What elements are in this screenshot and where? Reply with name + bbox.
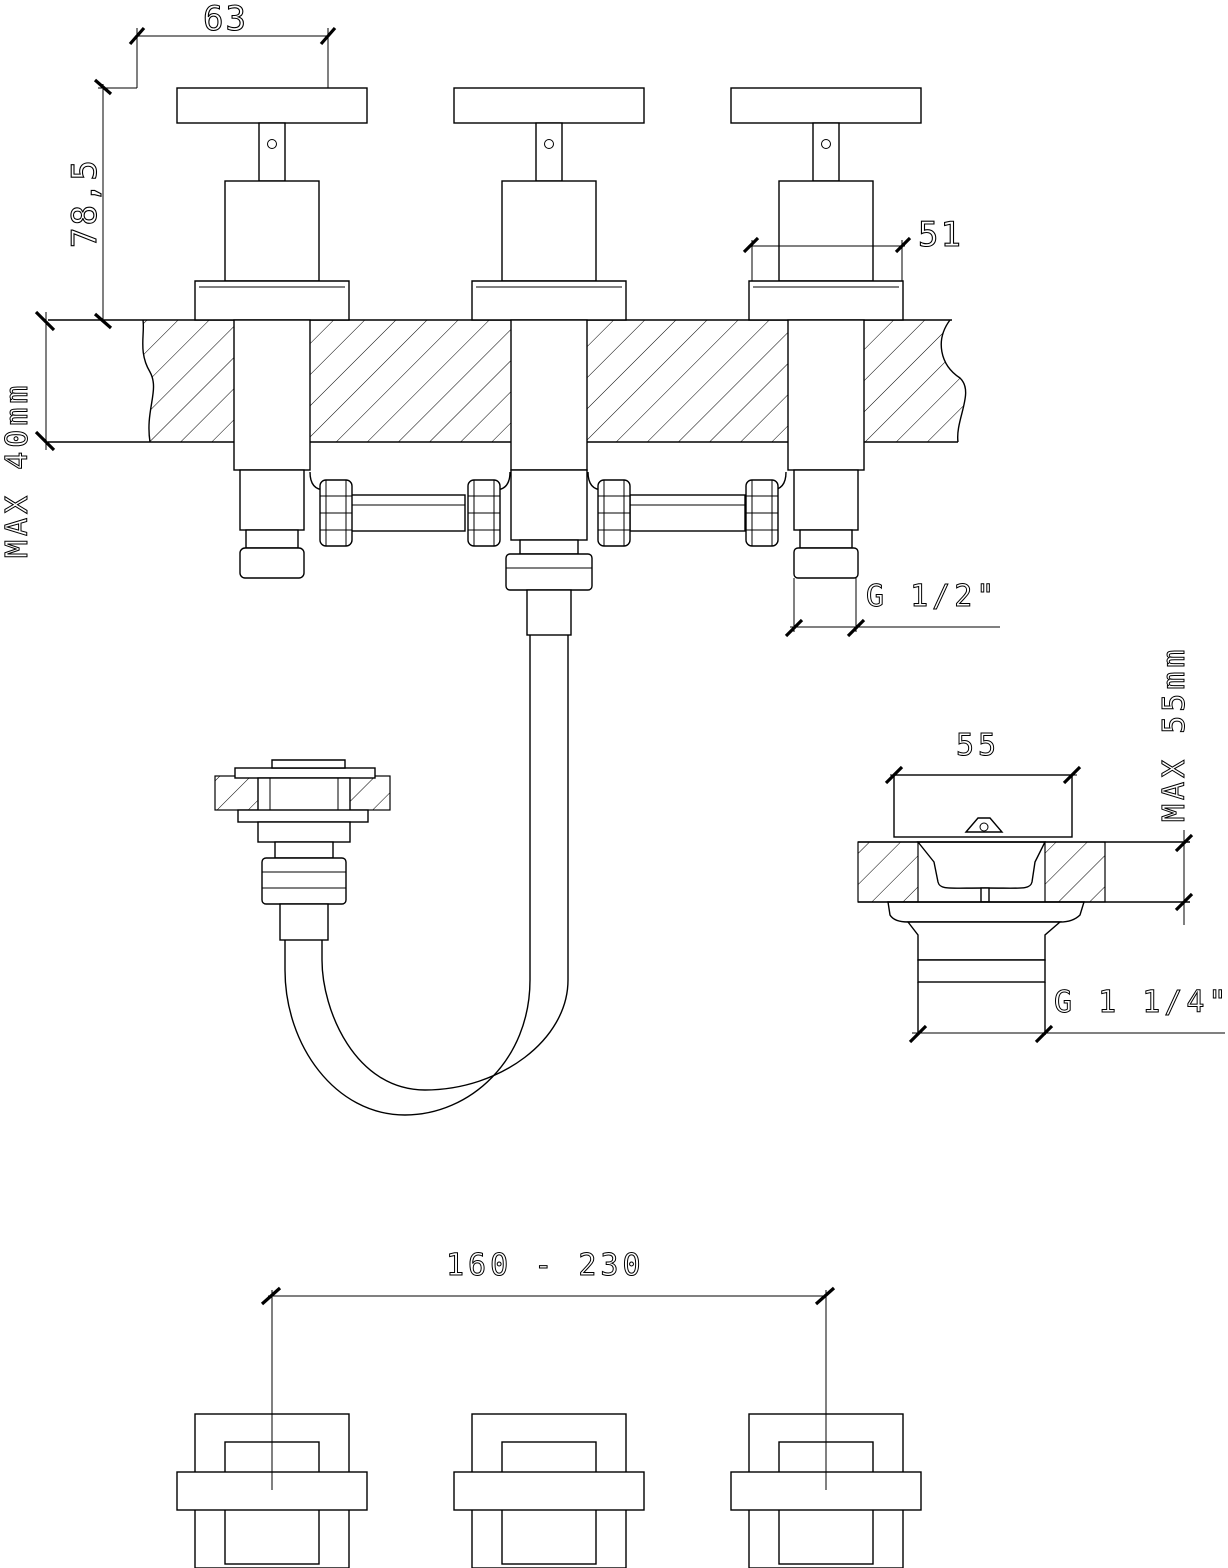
dim-thread-valve: G 1/2" [866,579,998,614]
spout-section [214,759,391,941]
dim-handle-width: 63 [203,0,248,39]
dim-max-waste-deck: MAX 55mm [1157,646,1192,823]
dim-base-width: 51 [918,215,963,255]
dim-spread: 160 - 230 [446,1248,645,1283]
waste-section [857,774,1190,1035]
dim-max-deck: MAX 40mm [0,382,35,559]
dimension-lines [34,26,1225,1490]
flexible-hose [284,635,569,1116]
left-valve [176,87,368,579]
dim-thread-waste: G 1 1/4" [1054,985,1228,1020]
center-valve [453,87,645,636]
dim-waste-width: 55 [956,728,1000,763]
top-view [176,1413,922,1568]
dim-handle-height: 78,5 [65,158,105,248]
right-valve [730,87,922,579]
connector-pipes [309,471,787,547]
